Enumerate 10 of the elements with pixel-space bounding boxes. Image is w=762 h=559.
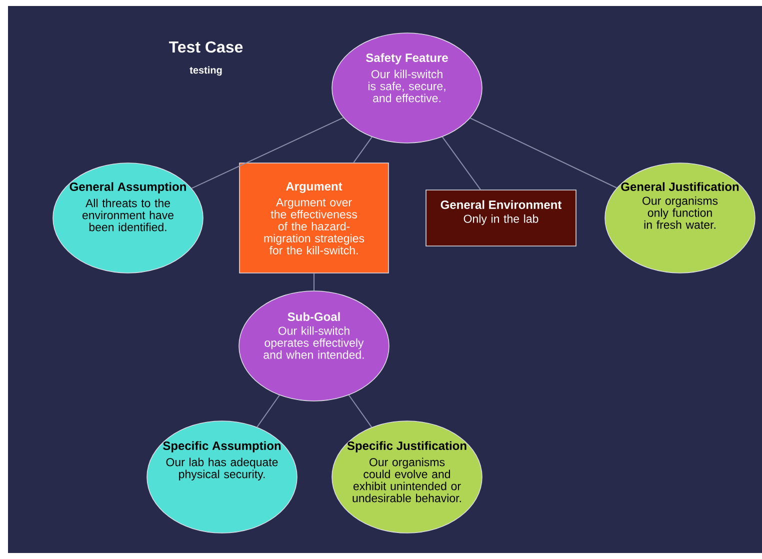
connector-line bbox=[348, 394, 372, 428]
connector-line bbox=[442, 136, 481, 190]
connector-line bbox=[256, 394, 280, 428]
connector-line bbox=[353, 136, 372, 164]
subtitle: testing bbox=[190, 66, 222, 76]
title: Test Case bbox=[168, 41, 243, 53]
connector-line bbox=[470, 118, 618, 188]
strategy-box: Argument Argument over the effectiveness of the hazard-migration strategies for the kill-switch. bbox=[239, 162, 389, 274]
connector-line bbox=[191, 117, 344, 189]
context-box: General Environment Only in the lab bbox=[426, 190, 576, 246]
